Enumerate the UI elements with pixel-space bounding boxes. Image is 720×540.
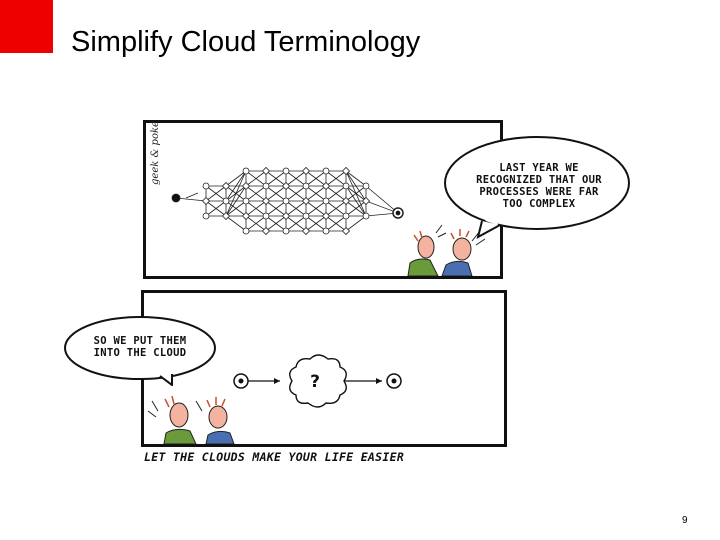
process-network-drawing <box>171 166 486 276</box>
person-right-illustration <box>195 397 235 444</box>
person-right-illustration <box>441 229 486 276</box>
slide-title: Simplify Cloud Terminology <box>71 26 421 58</box>
cloud-flow-drawing: ? <box>147 354 402 444</box>
comic-credit: geek & poke <box>150 121 161 185</box>
page-number: 9 <box>682 515 688 526</box>
speech-bubble-1-text: LAST YEAR WE RECOGNIZED THAT OUR PROCESS… <box>476 162 602 210</box>
brand-red-square <box>0 0 53 53</box>
person-left-illustration <box>407 224 447 276</box>
speech-bubble-2-text: SO WE PUT THEM INTO THE CLOUD <box>93 335 187 359</box>
comic-caption: LET THE CLOUDS MAKE YOUR LIFE EASIER <box>144 450 405 464</box>
speech-bubble-1 <box>444 136 630 239</box>
cloud-question-mark: ? <box>310 372 320 392</box>
comic-panel-2: ? <box>141 290 507 447</box>
comic-panel-1 <box>143 120 503 279</box>
speech-bubble-2 <box>64 316 216 386</box>
person-left-illustration <box>147 395 197 444</box>
